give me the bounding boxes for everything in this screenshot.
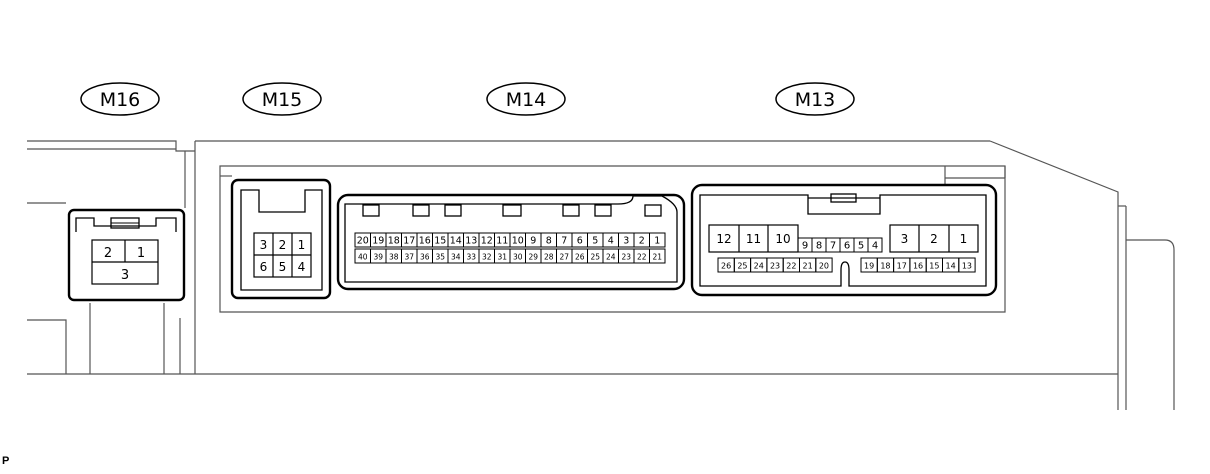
m14-pin: 15 [434,236,446,247]
m13-pin: 18 [880,262,890,271]
m14-pin: 40 [358,253,368,262]
m14-pin: 5 [592,236,598,247]
m13-pin: 3 [901,232,909,246]
m14-pin-cell [649,248,666,264]
m14-pin: 2 [639,236,645,247]
m13-pin: 16 [913,262,923,271]
m14-pin: 38 [389,253,399,262]
m13-pin: 21 [803,262,813,271]
label-m14-text: M14 [506,89,547,111]
m14-pin: 35 [435,253,445,262]
label-m13: M13 [775,82,855,116]
m14-pin: 6 [577,236,583,247]
m14-pin: 13 [465,236,477,247]
m14-pin: 14 [450,236,462,247]
label-m16: M16 [80,82,160,116]
m13-pin-cell [958,257,976,273]
m15-pin: 6 [260,260,268,274]
m14-pin: 36 [420,253,430,262]
m13-pin: 5 [858,241,864,252]
m13-pin: 9 [802,241,808,252]
label-m16-text: M16 [100,89,141,111]
m15-pin: 1 [298,238,306,252]
m14-pin: 37 [404,253,414,262]
m13-pin: 17 [897,262,907,271]
label-m13-text: M13 [795,89,836,111]
m14-pin: 12 [481,236,493,247]
m15-pin: 2 [279,238,287,252]
m14-pin: 32 [482,253,492,262]
m13-pin: 8 [816,241,822,252]
m13-pin: 15 [929,262,939,271]
label-m15: M15 [242,82,322,116]
m15-pin: 5 [279,260,287,274]
label-m14: M14 [486,82,566,116]
m13-pin: 12 [716,232,731,246]
m14-pin: 16 [419,236,431,247]
m14-pin: 39 [373,253,383,262]
m14-pin: 25 [590,253,600,262]
m13-pin: 2 [930,232,938,246]
m16-pin: 3 [121,268,129,283]
m13-pin: 25 [737,262,747,271]
m13-pin: 23 [770,262,780,271]
m14-pin: 20 [357,236,369,247]
m14-pin: 9 [530,236,536,247]
m13-pin: 22 [786,262,796,271]
m14-pin: 31 [497,253,507,262]
m13-pin: 7 [830,241,836,252]
m13-pin: 11 [746,232,761,246]
m14-pin: 23 [621,253,631,262]
m13-pin: 4 [872,241,878,252]
footnote-mark: P [2,455,10,467]
m14-pin: 11 [496,236,508,247]
m13-pin: 6 [844,241,850,252]
m13-pin-cell [867,237,883,253]
m14-pin: 1 [654,236,660,247]
m14-pin: 28 [544,253,554,262]
m14-pin: 34 [451,253,461,262]
m13-pin: 26 [721,262,731,271]
connector-m15: 3 2 1 6 5 4 [230,178,332,300]
m14-pin: 26 [575,253,585,262]
m16-pin: 2 [104,246,112,261]
m13-pin: 13 [962,262,972,271]
m14-pin: 24 [606,253,616,262]
m14-pin: 8 [546,236,552,247]
m14-pin: 29 [528,253,538,262]
m14-pin: 30 [513,253,523,262]
m14-pin: 27 [559,253,569,262]
m13-pin: 10 [775,232,790,246]
m13-pin: 14 [946,262,956,271]
m13-pin: 20 [819,262,829,271]
label-m15-text: M15 [262,89,303,111]
m14-pin: 21 [652,253,662,262]
connector-m16: 2 1 3 [67,208,186,302]
m14-pin: 7 [561,236,567,247]
m13-pin: 24 [754,262,764,271]
m14-pin: 17 [403,236,415,247]
m14-pin: 3 [623,236,629,247]
m16-pin: 1 [137,246,145,261]
m14-pin: 10 [512,236,524,247]
m14-pin: 33 [466,253,476,262]
panel-outline [27,140,1175,410]
m14-pin: 19 [372,236,384,247]
m15-pin: 3 [260,238,268,252]
m13-pin: 19 [864,262,874,271]
m13-pin-cell [815,257,833,273]
m14-pin: 18 [388,236,400,247]
m15-pin: 4 [298,260,306,274]
m14-pin: 22 [637,253,647,262]
m14-pin: 4 [608,236,614,247]
m13-pin: 1 [960,232,968,246]
m14-pin-cell [649,232,666,248]
